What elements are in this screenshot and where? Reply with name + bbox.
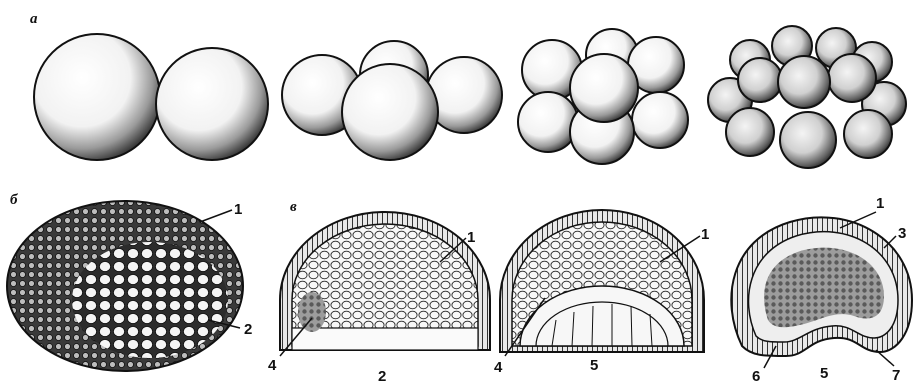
panel-letter-v: в: [290, 199, 297, 215]
label-1: 1: [876, 195, 884, 212]
blastula-section-1: 1 4 2: [268, 212, 490, 382]
gastrula-section: 1 3 6 5 7: [731, 195, 912, 382]
label-1: 1: [467, 229, 475, 246]
label-4: 4: [494, 359, 503, 376]
label-5: 5: [590, 357, 598, 374]
eight-cell-stage: [518, 29, 688, 164]
label-4: 4: [268, 357, 277, 374]
label-2: 2: [378, 368, 386, 382]
label-3: 3: [898, 225, 906, 242]
label-6: 6: [752, 368, 760, 382]
blastula-surface: 1 2: [7, 201, 252, 371]
label-5: 5: [820, 365, 828, 382]
four-cell-stage: [282, 41, 502, 160]
label-7: 7: [892, 367, 900, 382]
sixteen-cell-stage: [708, 26, 906, 168]
label-1: 1: [701, 226, 709, 243]
blastula-section-2: 1 4 5: [494, 210, 709, 376]
label-1: 1: [234, 201, 242, 218]
leader-line: [200, 210, 232, 222]
panel-letter-b: б: [10, 192, 18, 208]
label-2: 2: [244, 321, 252, 338]
two-cell-stage: [34, 34, 268, 160]
panel-letter-a: а: [30, 11, 38, 27]
